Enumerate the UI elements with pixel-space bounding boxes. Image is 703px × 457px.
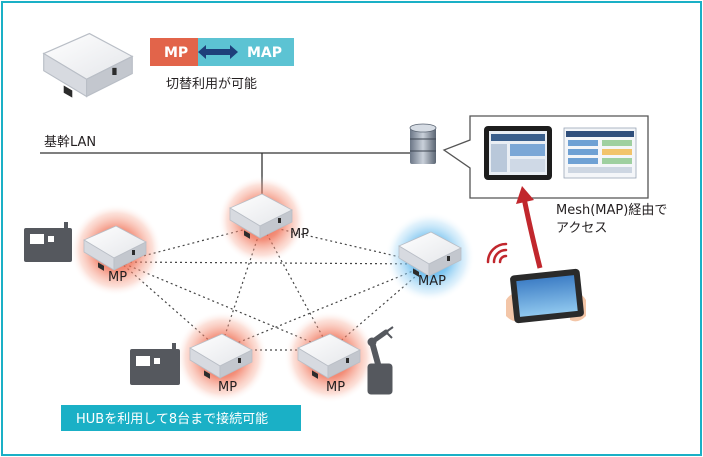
access-text-line1: Mesh(MAP)経由で <box>556 203 667 218</box>
node-label-left: MP <box>108 270 127 285</box>
access-arrow-icon <box>516 186 543 269</box>
node-label-right: MAP <box>418 274 446 289</box>
access-text-line2: アクセス <box>556 221 607 236</box>
swap-arrow-icon <box>198 45 238 59</box>
tablet-hand-icon <box>506 268 586 324</box>
node-label-bottom-left: MP <box>218 380 237 395</box>
backbone-label: 基幹LAN <box>44 134 96 150</box>
hub-note-box <box>61 405 301 431</box>
monitor-dashboard-icon <box>484 126 637 180</box>
hub-note-text: HUBを利用して8台まで接続可能 <box>76 411 268 427</box>
wifi-signal-icon <box>486 242 508 264</box>
database-server-icon <box>409 123 437 164</box>
node-label-bottom-right: MP <box>326 380 345 395</box>
mp-mode-box <box>150 38 198 66</box>
mp-mode-label: MP <box>164 45 188 61</box>
machine-icon <box>130 343 180 385</box>
switch-caption: 切替利用が可能 <box>166 77 257 92</box>
machine-icon <box>24 222 72 262</box>
map-mode-label: MAP <box>247 45 282 61</box>
node-label-top: MP <box>290 227 309 242</box>
header-access-point-icon <box>42 32 134 99</box>
robot-arm-icon <box>367 326 394 395</box>
